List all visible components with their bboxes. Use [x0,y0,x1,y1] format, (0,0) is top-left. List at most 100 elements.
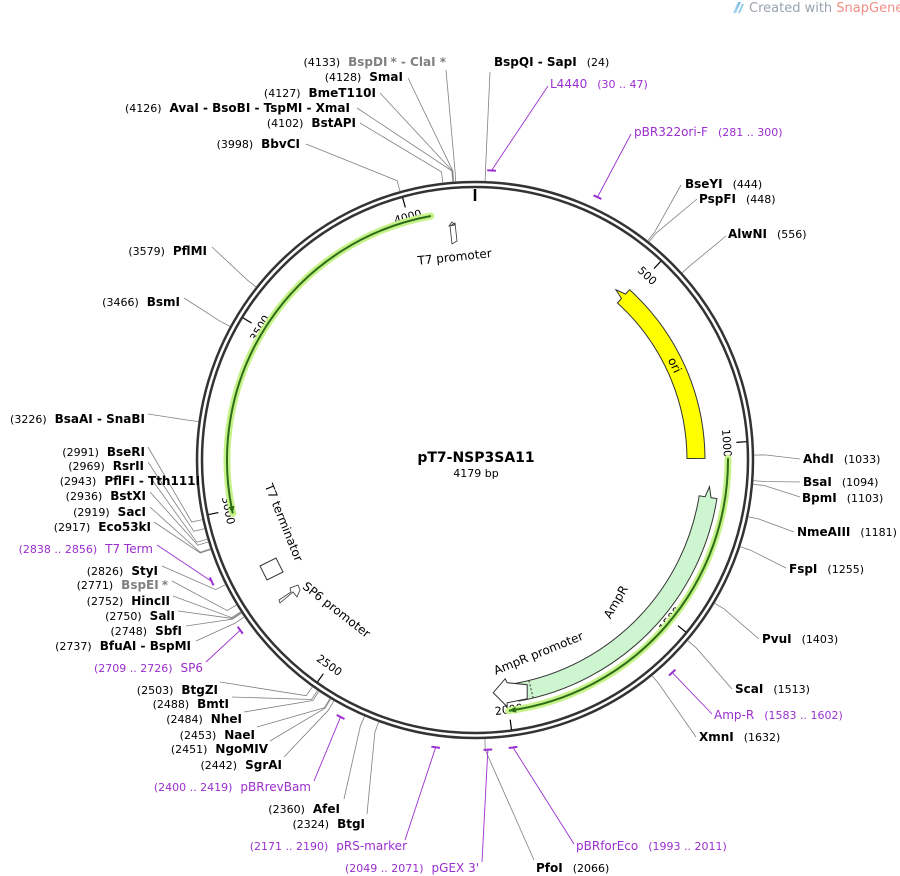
site-name: BstAPI [311,116,356,130]
site-position: (2503) [137,684,174,697]
site-label-bspei[interactable]: (2771)BspEI* [77,578,169,592]
primer-name: Amp-R [714,708,754,722]
site-label-styi[interactable]: (2826)StyI [87,564,158,578]
site-leader-bmet110i [379,92,454,182]
site-label-bsmi[interactable]: (3466)BsmI [102,295,180,309]
site-position: (2991) [62,446,99,459]
tick-label: 1000 [719,429,734,458]
site-label-btgi[interactable]: (2324)BtgI [292,817,365,831]
site-position: (2324) [292,818,329,831]
primer-label-pbrforeco[interactable]: pBRforEco(1993 .. 2011) [576,839,727,853]
site-label-pflmi[interactable]: (3579)PflMI [128,244,207,258]
feature-t7-promoter[interactable] [448,221,458,245]
site-leader-bseri [147,446,203,523]
site-label-pspfi[interactable]: PspFI(448) [699,192,776,206]
site-label-bmet110i[interactable]: (4127)BmeT110I [264,86,376,100]
site-label-nhei[interactable]: (2484)NheI [166,712,242,726]
site-name: BsmI [147,295,180,309]
primer-label-amp-r[interactable]: Amp-R(1583 .. 1602) [714,708,843,722]
primer-leader-pbrrevbam [313,716,342,782]
site-label-fspi[interactable]: FspI(1255) [789,562,864,576]
primer-label-prs-marker[interactable]: (2171 .. 2190)pRS-marker [250,839,407,853]
site-leader-nhei [243,691,320,713]
site-leader-bpmi [752,484,801,498]
primer-label-sp6[interactable]: (2709 .. 2726)SP6 [94,661,203,675]
primer-mark-pbrforeco [508,745,518,750]
site-label-xmni[interactable]: XmnI(1632) [699,730,780,744]
site-label-pvui[interactable]: PvuI(1403) [762,632,838,646]
site-label-bsai[interactable]: BsaI(1094) [803,475,878,489]
site-label-sbfi[interactable]: (2748)SbfI [111,624,183,638]
primer-label-l4440[interactable]: L4440(30 .. 47) [550,77,648,91]
tick-1000 [736,441,747,443]
site-label-smai[interactable]: (4128)SmaI [325,70,403,84]
site-name: BmeT110I [309,86,377,100]
site-label-sgrai[interactable]: (2442)SgrAI [201,758,282,772]
site-position: (3226) [10,413,47,426]
site-label-pflfi[interactable]: (2943)PflFI - Tth111I [60,474,200,488]
site-label-bseri[interactable]: (2991)BseRI [62,445,145,459]
orf-lines [223,212,732,715]
site-label-bspqi[interactable]: BspQI - SapI(24) [494,55,609,69]
primer-mark-sp6 [236,626,244,635]
primer-leader-prs-marker [404,747,437,841]
site-label-nmeaiii[interactable]: NmeAIII(1181) [797,525,897,539]
primer-mark-pbr322ori-f [593,194,602,200]
site-leader-bspqi [484,71,491,182]
site-position: (4133) [304,56,341,69]
backbone-inner-ring [200,185,750,735]
site-label-ahdi[interactable]: AhdI(1033) [803,452,880,466]
primer-label-t7-term[interactable]: (2838 .. 2856)T7 Term [19,542,153,556]
site-label-hincii[interactable]: (2752)HincII [87,594,170,608]
site-name: RsrII [113,459,144,473]
site-label-bmti[interactable]: (2488)BmtI [153,697,229,711]
site-label-saci[interactable]: (2919)SacI [73,505,146,519]
site-label-ngomiv[interactable]: (2451)NgoMIV [171,742,269,756]
site-label-btgzi[interactable]: (2503)BtgZI [137,683,218,697]
site-label-bpmi[interactable]: BpmI(1103) [802,491,883,505]
site-position: (4126) [125,102,162,115]
primer-range: (2709 .. 2726) [94,662,173,675]
primer-mark-amp-r [668,668,677,677]
feature-ampr-promoter[interactable] [492,677,528,708]
primer-leader-pbr322ori-f [597,133,632,198]
site-label-pfoi[interactable]: PfoI(2066) [536,861,609,875]
site-leader-bstapi [359,122,444,183]
site-label-avai[interactable]: (4126)AvaI - BsoBI - TspMI - XmaI [125,101,350,115]
feature-t7-terminator[interactable] [259,557,284,581]
feature-ori[interactable] [614,288,706,459]
primer-label-pgex-3[interactable]: (2049 .. 2071)pGEX 3' [345,861,479,875]
site-label-sali[interactable]: (2750)SalI [105,609,175,623]
feature-sp6-promoter[interactable] [278,584,301,604]
site-label-bbvci[interactable]: (3998)BbvCI [217,137,300,151]
backbone-outer-ring [195,180,755,740]
site-label-bsaai[interactable]: (3226)BsaAI - SnaBI [10,412,145,426]
site-label-eco53ki[interactable]: (2917)Eco53kI [54,520,151,534]
tick-2000 [509,719,513,730]
site-label-rsrii[interactable]: (2969)RsrII [68,459,144,473]
site-label-bstxi[interactable]: (2936)BstXI [66,489,146,503]
site-label-bspdi[interactable]: (4133)BspDI* - ClaI * [304,55,447,69]
site-label-alwni[interactable]: AlwNI(556) [728,227,807,241]
primer-label-pbr322ori-f[interactable]: pBR322ori-F(281 .. 300) [634,125,783,139]
site-leader-ngomiv [269,698,332,742]
site-leader-bmti [231,690,319,700]
site-label-scai[interactable]: ScaI(1513) [735,682,810,696]
site-leader-hincii [172,595,242,619]
site-name: Eco53kI [98,520,151,534]
feature-ampr[interactable] [514,484,718,702]
site-label-bstapi[interactable]: (4102)BstAPI [267,116,356,130]
site-label-afei[interactable]: (2360)AfeI [268,802,340,816]
primer-range: (2400 .. 2419) [154,781,233,794]
site-name: SacI [118,505,146,519]
watermark-brand: SnapGene [836,1,900,16]
site-labels: BspQI - SapI(24) BseYI(444)PspFI(448) AlwN… [10,55,897,875]
orf-lower-arrowhead [508,706,517,713]
site-leader-styi [161,565,226,591]
primer-label-pbrrevbam[interactable]: (2400 .. 2419)pBRrevBam [154,780,311,794]
site-label-naei[interactable]: (2453)NaeI [180,728,255,742]
site-label-bseyi[interactable]: BseYI(444) [685,177,762,191]
site-label-bfuai[interactable]: (2737)BfuAI - BspMI [55,639,191,653]
site-name: PfoI [536,861,563,875]
